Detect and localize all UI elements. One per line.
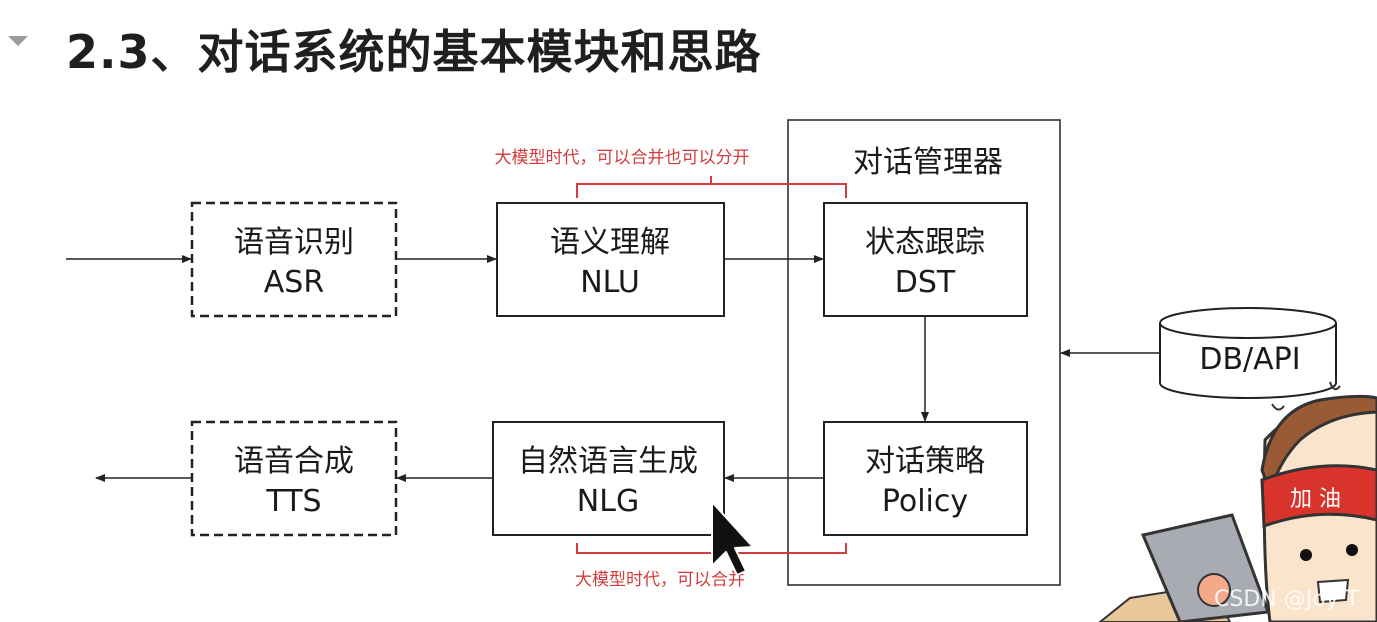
dst-label: 状态跟踪: [865, 225, 985, 260]
top-merge-bracket: [576, 176, 847, 198]
nlu-node: 语义理解 NLU: [496, 202, 725, 317]
nlu-abbr: NLU: [580, 265, 640, 300]
nlg-label: 自然语言生成: [518, 444, 698, 479]
dialog-manager-title: 对话管理器: [853, 145, 1003, 180]
db-api-node: DB/API: [1159, 307, 1337, 399]
tts-node: 语音合成 TTS: [190, 420, 398, 537]
nlg-abbr: NLG: [577, 484, 639, 519]
cartoon-mascot-sticker: 加 油: [1098, 381, 1377, 622]
tts-abbr: TTS: [265, 484, 321, 519]
nlu-label: 语义理解: [550, 225, 670, 260]
bottom-annotation: 大模型时代，可以合并: [575, 570, 745, 590]
policy-label: 对话策略: [865, 444, 985, 479]
db-api-label: DB/API: [1199, 342, 1300, 377]
dst-abbr: DST: [895, 265, 956, 300]
page-title: 2.3、对话系统的基本模块和思路: [66, 25, 762, 79]
dst-node: 状态跟踪 DST: [823, 202, 1028, 317]
asr-node: 语音识别 ASR: [190, 201, 398, 318]
tts-label: 语音合成: [234, 444, 354, 479]
nlg-node: 自然语言生成 NLG: [492, 421, 725, 536]
asr-abbr: ASR: [264, 265, 324, 300]
policy-abbr: Policy: [882, 484, 968, 519]
policy-node: 对话策略 Policy: [823, 421, 1028, 536]
asr-label: 语音识别: [234, 225, 354, 260]
top-annotation: 大模型时代，可以合并也可以分开: [495, 148, 750, 168]
csdn-watermark: CSDN @Joy T: [1214, 587, 1360, 612]
mouse-cursor-icon: [711, 501, 754, 576]
mascot-headband-text: 加 油: [1290, 487, 1341, 512]
collapse-toggle-icon[interactable]: [8, 36, 28, 46]
